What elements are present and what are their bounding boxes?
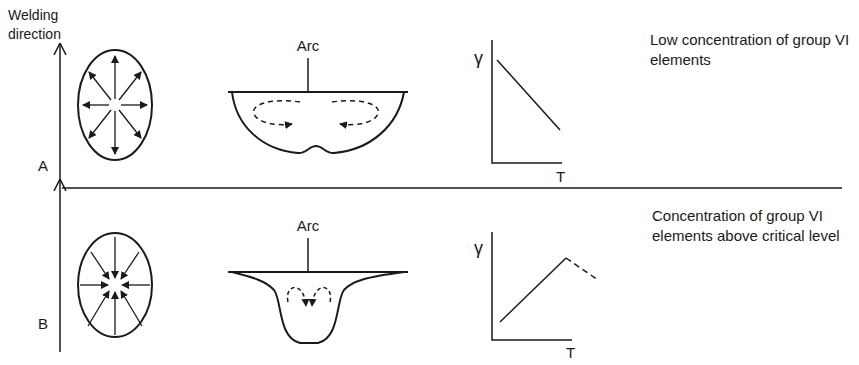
outward-flow-arrows (83, 56, 147, 154)
condition-note: Concentration of group VI elements above… (652, 206, 847, 247)
axis-label: γ (474, 236, 483, 260)
axis-label: T (556, 167, 565, 187)
arc-line (307, 238, 309, 272)
flow-loop (312, 288, 331, 307)
direction-arrow (59, 44, 61, 180)
graph-axes (492, 232, 572, 340)
divider-line (62, 187, 842, 189)
direction-label: Welding direction (8, 6, 88, 44)
shallow-pool-section (232, 92, 404, 153)
arc-line (307, 58, 309, 92)
inward-flow-arrows (80, 237, 150, 335)
pool-outline (78, 233, 152, 337)
flow-loop (287, 288, 306, 307)
deep-pool-section (232, 272, 404, 343)
arc-label: Arc (297, 36, 320, 56)
surface-line (228, 271, 408, 273)
tension-line (497, 60, 560, 130)
flow-loop (254, 101, 300, 125)
tension-line-dashed (566, 258, 598, 280)
tension-line (500, 258, 566, 322)
axis-label: T (566, 343, 575, 363)
case-label: B (38, 314, 48, 334)
surface-line (228, 91, 408, 93)
direction-arrow (59, 180, 61, 352)
graph-axes (492, 40, 562, 163)
flow-loop (332, 101, 378, 125)
case-label: A (38, 156, 48, 176)
pool-outline (78, 50, 152, 160)
axis-label: γ (474, 46, 483, 70)
condition-note: Low concentration of group VI elements (650, 30, 850, 71)
arc-label: Arc (297, 216, 320, 236)
